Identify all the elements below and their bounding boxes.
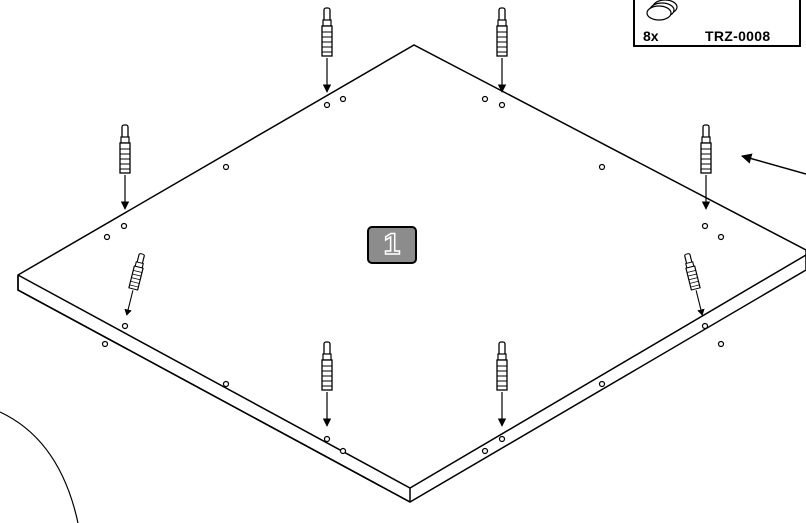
part-code: TRZ-0008 — [705, 28, 771, 44]
panel-holes — [101, 95, 725, 455]
step-number-badge: 1 — [367, 226, 417, 264]
part-quantity: 8x — [643, 28, 659, 44]
part-callout-box: 8x TRZ-0008 — [633, 0, 801, 47]
panel-board — [17, 44, 806, 503]
detail-circle-arc — [0, 411, 79, 523]
callout-arrow — [740, 153, 806, 175]
dowel-pin-icon — [646, 0, 678, 21]
step-number: 1 — [383, 228, 401, 261]
